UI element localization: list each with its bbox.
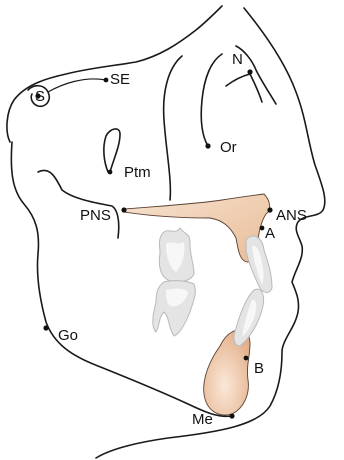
landmark-me-label: Me [192, 411, 213, 428]
landmark-b-point [244, 356, 249, 361]
landmark-go-label: Go [58, 327, 78, 344]
sphenoid-line [48, 79, 106, 92]
nasion-contour [226, 74, 262, 102]
lower-molar [153, 281, 196, 336]
landmark-pns-point [121, 207, 126, 212]
landmark-se-point [104, 78, 109, 83]
landmark-ptm-point [108, 170, 113, 175]
landmark-pns-label: PNS [80, 207, 111, 224]
landmark-b-label: B [254, 360, 264, 377]
upper-molar [159, 228, 194, 282]
landmark-ptm-label: Ptm [124, 164, 151, 181]
maxillary-contour [201, 54, 222, 146]
mandible-outline [11, 142, 232, 416]
ramus-inner [38, 170, 119, 238]
upper-incisor [246, 236, 272, 293]
landmark-se-label: SE [110, 71, 130, 88]
landmark-or-point [205, 143, 210, 148]
landmark-n-point [247, 69, 252, 74]
landmark-ans-label: ANS [276, 207, 307, 224]
landmark-or-label: Or [220, 139, 237, 156]
landmark-ans-point [267, 207, 272, 212]
landmark-a-label: A [265, 225, 275, 242]
landmark-s-label: S [35, 88, 45, 105]
landmark-n-label: N [232, 51, 243, 68]
orbit-contour [164, 56, 182, 200]
ptm-fissure [104, 129, 120, 172]
lower-incisor [234, 289, 264, 346]
landmark-go-point [43, 325, 48, 330]
landmark-me-point [229, 413, 234, 418]
landmark-a-point [260, 226, 265, 231]
